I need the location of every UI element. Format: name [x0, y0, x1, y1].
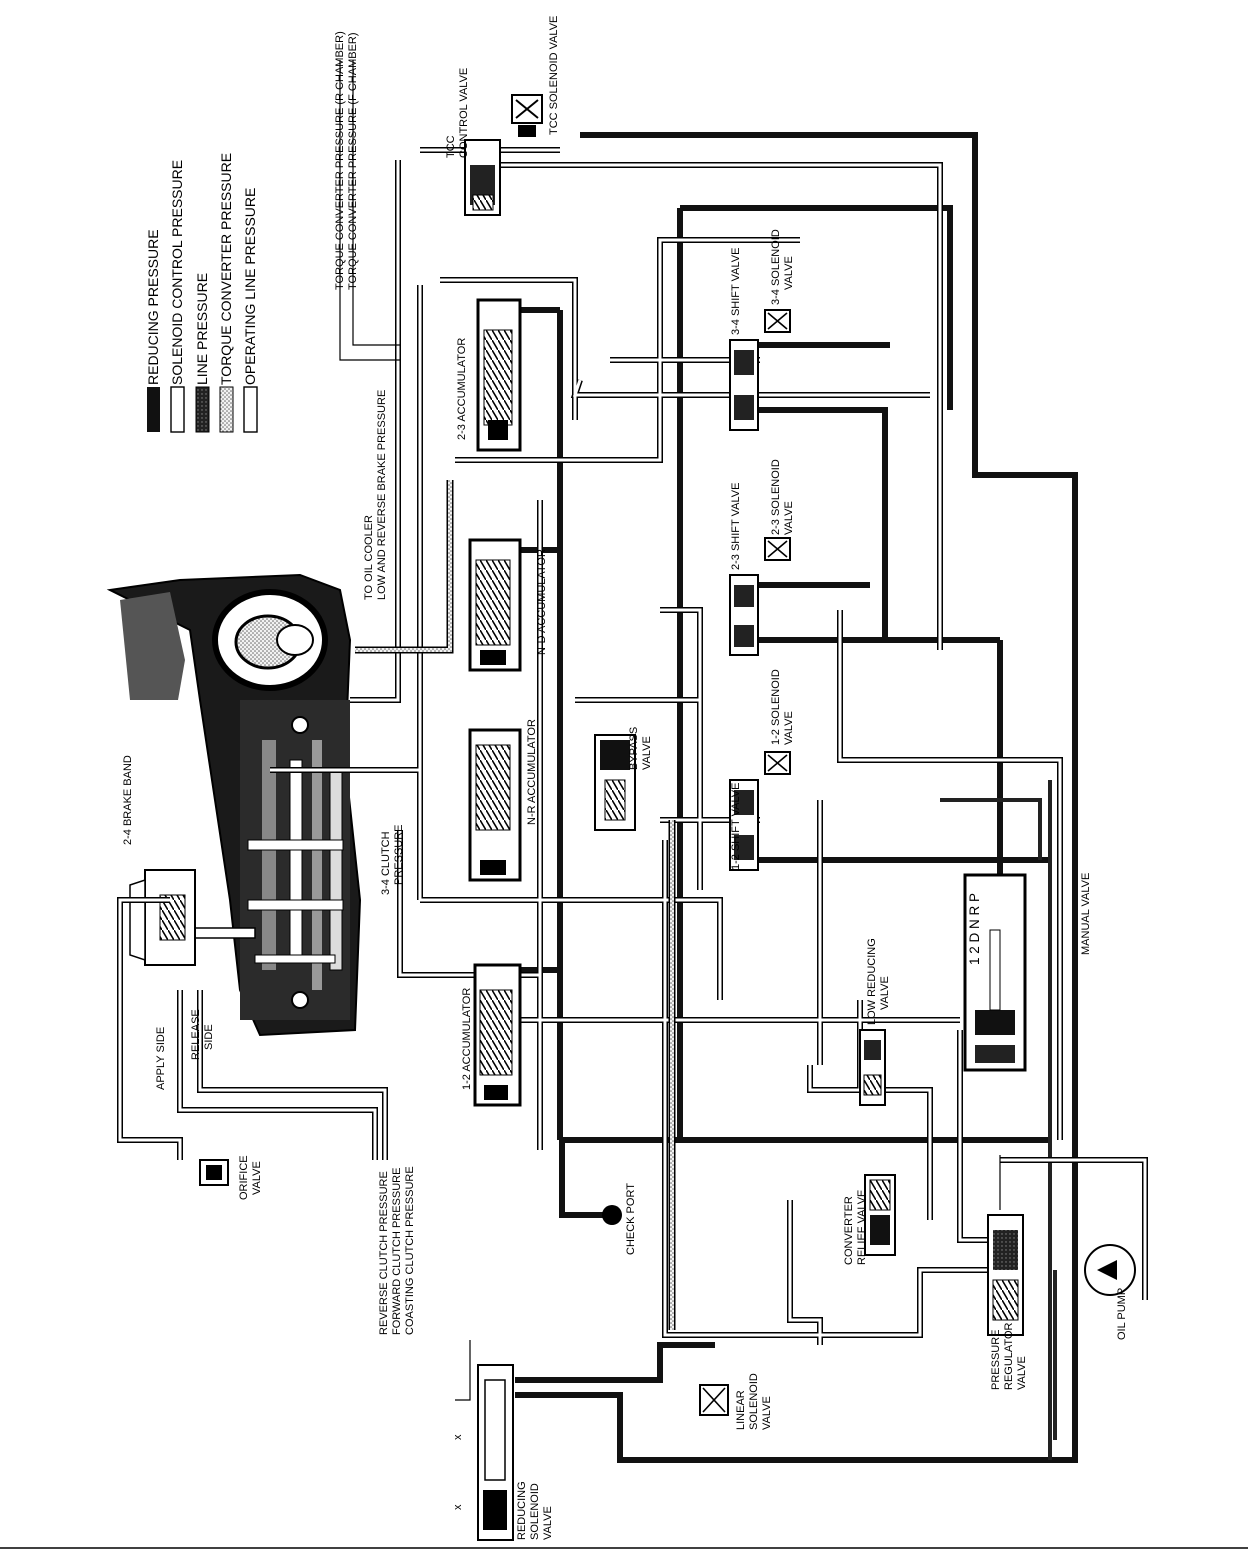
label-sol-2-3-1: 2-3 SOLENOID	[770, 459, 782, 535]
label-reducing-sol-2: SOLENOID	[529, 1483, 541, 1540]
label-x-mark-upper: x	[452, 1434, 464, 1441]
label-check-port: CHECK PORT	[625, 1183, 637, 1255]
oil-pump	[1084, 1244, 1136, 1296]
label-oil-cooler: TO OIL COOLER	[363, 515, 375, 600]
legend-swatch-line	[195, 386, 210, 433]
solenoid-valve-3-4	[764, 309, 791, 333]
reducing-line	[580, 132, 1078, 1290]
label-apply-side: APPLY SIDE	[155, 1026, 167, 1090]
shift-valve-1-2	[729, 779, 759, 871]
label-brake-band: 2-4 BRAKE BAND	[122, 755, 134, 845]
label-oil-pump: OIL PUMP	[1116, 1287, 1128, 1340]
tcc-solenoid-valve	[511, 94, 543, 137]
transmission-cross-section	[106, 573, 362, 1037]
low-reducing-valve	[859, 1029, 886, 1106]
converter-relief-valve	[864, 1174, 896, 1256]
legend-swatch-operating	[243, 386, 258, 433]
reducing-line	[515, 1290, 1078, 1463]
reducing-line	[559, 1140, 610, 1218]
label-pressure-reg-3: VALVE	[1016, 1356, 1028, 1390]
accumulator-n-r	[468, 728, 522, 882]
label-orifice-2: VALVE	[251, 1161, 263, 1195]
reducing-line	[680, 205, 953, 410]
label-shift-1-2: 1-2 SHIFT VALVE	[730, 782, 742, 870]
label-sol-3-4-2: VALVE	[783, 256, 795, 290]
label-pressure-reg-2: REGULATOR	[1003, 1322, 1015, 1390]
legend	[147, 386, 258, 433]
accumulator-2-3	[476, 298, 522, 452]
orifice-valve	[199, 1159, 229, 1186]
label-accum-2-3: 2-3 ACCUMULATOR	[456, 337, 468, 440]
legend-swatch-converter	[219, 386, 234, 433]
label-converter-relief-2: RELIEF VALVE	[856, 1189, 868, 1265]
label-sol-3-4-1: 3-4 SOLENOID	[770, 229, 782, 305]
shift-valve-2-3	[729, 574, 759, 656]
label-x-mark-lower: x	[452, 1504, 464, 1511]
label-manual-valve: MANUAL VALVE	[1080, 872, 1092, 955]
accumulator-1-2	[473, 963, 522, 1107]
label-release-2: SIDE	[203, 1024, 215, 1050]
reducing-solenoid-valve	[477, 1364, 514, 1541]
label-tc-pressure-f: TORQUE CONVERTER PRESSURE (F CHAMBER)	[347, 32, 359, 290]
label-low-rev-brake: LOW AND REVERSE BRAKE PRESSURE	[376, 389, 388, 600]
label-linear-sol-2: SOLENOID	[748, 1373, 760, 1430]
label-tc-pressure-r: TORQUE CONVERTER PRESSURE (R CHAMBER)	[334, 31, 346, 290]
label-clutch-3-4-2: PRESSURE	[393, 824, 405, 885]
legend-swatch-solenoid	[170, 386, 185, 433]
label-bypass-1: BYPASS	[628, 726, 640, 770]
label-release-1: RELEASE	[190, 1009, 202, 1060]
legend-label-converter: TORQUE CONVERTER PRESSURE	[218, 152, 234, 385]
label-bypass-2: VALVE	[641, 736, 653, 770]
legend-label-reducing: REDUCING PRESSURE	[145, 229, 161, 385]
line-pressure	[940, 798, 1042, 860]
label-orifice-1: ORIFICE	[238, 1155, 250, 1200]
bypass-valve	[594, 734, 636, 831]
label-shift-3-4: 3-4 SHIFT VALVE	[730, 247, 742, 335]
label-forward-clutch: FORWARD CLUTCH PRESSURE	[391, 1167, 403, 1335]
label-gear-positions: 1 2 D N R P	[967, 892, 982, 965]
label-sol-1-2-1: 1-2 SOLENOID	[770, 669, 782, 745]
label-linear-sol-3: VALVE	[761, 1396, 773, 1430]
legend-swatch-reducing	[147, 387, 160, 432]
solenoid-valve-1-2	[764, 751, 791, 775]
components	[199, 94, 1136, 1541]
label-low-reducing-2: VALVE	[879, 976, 891, 1010]
legend-label-line: LINE PRESSURE	[194, 272, 210, 385]
legend-label-solenoid: SOLENOID CONTROL PRESSURE	[169, 159, 185, 385]
label-reducing-sol-1: REDUCING	[516, 1481, 528, 1540]
label-linear-sol-1: LINEAR	[735, 1390, 747, 1430]
shift-valve-3-4	[729, 339, 759, 431]
label-shift-2-3: 2-3 SHIFT VALVE	[730, 482, 742, 570]
label-accum-n-r: N-R ACCUMULATOR	[526, 719, 538, 825]
accumulator-n-d	[468, 538, 522, 672]
manual-valve	[963, 873, 1027, 1072]
check-port	[602, 1205, 622, 1225]
label-converter-relief-1: CONVERTER	[843, 1196, 855, 1265]
label-sol-2-3-2: VALVE	[783, 501, 795, 535]
label-accum-n-d: N-D ACCUMULATOR	[536, 549, 548, 655]
hydraulic-lines	[117, 60, 1148, 1463]
label-tcc-solenoid: TCC SOLENOID VALVE	[548, 15, 560, 135]
label-clutch-3-4-1: 3-4 CLUTCH	[380, 831, 392, 895]
legend-label-operating: OPERATING LINE PRESSURE	[242, 187, 258, 385]
label-low-reducing-1: LOW REDUCING	[866, 938, 878, 1025]
pressure-regulator-valve	[987, 1214, 1024, 1336]
label-sol-1-2-2: VALVE	[783, 711, 795, 745]
label-accum-1-2: 1-2 ACCUMULATOR	[461, 987, 473, 1090]
tcc-control-valve	[464, 139, 501, 216]
label-tcc-control-1: TCC	[445, 135, 457, 158]
label-reducing-sol-3: VALVE	[542, 1506, 554, 1540]
linear-solenoid-valve	[699, 1384, 729, 1416]
label-reverse-clutch: REVERSE CLUTCH PRESSURE	[378, 1171, 390, 1335]
reducing-line	[515, 1342, 715, 1383]
label-coasting-clutch: COASTING CLUTCH PRESSURE	[404, 1166, 416, 1335]
label-pressure-reg-1: PRESSURE	[990, 1329, 1002, 1390]
reducing-line	[750, 407, 888, 640]
label-tcc-control-2: CONTROL VALVE	[458, 67, 470, 158]
solenoid-valve-2-3	[764, 537, 791, 561]
